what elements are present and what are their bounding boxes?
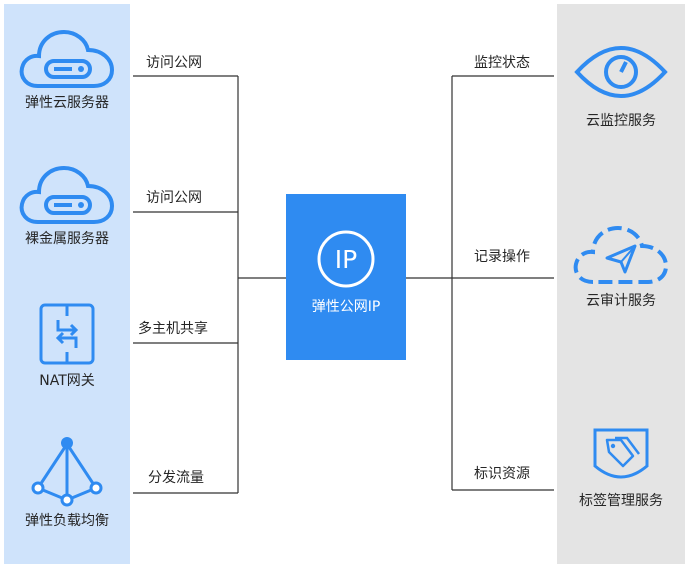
ip-icon-text: IP bbox=[335, 245, 357, 274]
node-label-ces: 云监控服务 bbox=[586, 113, 656, 129]
cloud-server-icon bbox=[19, 29, 115, 88]
center-label: 弹性公网IP bbox=[311, 299, 381, 315]
center-eip-box: IP 弹性公网IP bbox=[286, 194, 406, 360]
node-label-nat: NAT网关 bbox=[39, 373, 95, 389]
eye-icon bbox=[574, 46, 668, 98]
link-label-nat: 多主机共享 bbox=[138, 321, 208, 337]
link-label-ecs: 访问公网 bbox=[146, 55, 202, 71]
cloud-server-icon bbox=[19, 165, 115, 224]
node-elb: 弹性负载均衡 bbox=[4, 436, 130, 530]
link-label-ces: 监控状态 bbox=[474, 55, 530, 71]
tag-icon bbox=[593, 428, 649, 479]
node-label-elb: 弹性负载均衡 bbox=[25, 513, 109, 529]
link-label-tms: 标识资源 bbox=[474, 466, 530, 482]
nat-gateway-icon bbox=[39, 303, 95, 365]
cloud-trace-icon bbox=[573, 225, 669, 284]
ip-icon: IP bbox=[317, 230, 375, 288]
node-label-bms: 裸金属服务器 bbox=[25, 231, 109, 247]
node-cts: 云审计服务 bbox=[557, 224, 685, 310]
node-label-ecs: 弹性云服务器 bbox=[25, 95, 109, 111]
node-ecs: 弹性云服务器 bbox=[4, 28, 130, 112]
node-label-tms: 标签管理服务 bbox=[579, 493, 663, 509]
node-bms: 裸金属服务器 bbox=[4, 164, 130, 248]
node-label-cts: 云审计服务 bbox=[586, 293, 656, 309]
load-balancer-icon bbox=[31, 437, 103, 507]
node-nat: NAT网关 bbox=[4, 302, 130, 390]
link-label-bms: 访问公网 bbox=[146, 190, 202, 206]
node-ces: 云监控服务 bbox=[557, 38, 685, 130]
node-tms: 标签管理服务 bbox=[557, 426, 685, 510]
link-label-elb: 分发流量 bbox=[148, 470, 204, 486]
link-label-cts: 记录操作 bbox=[474, 249, 530, 265]
